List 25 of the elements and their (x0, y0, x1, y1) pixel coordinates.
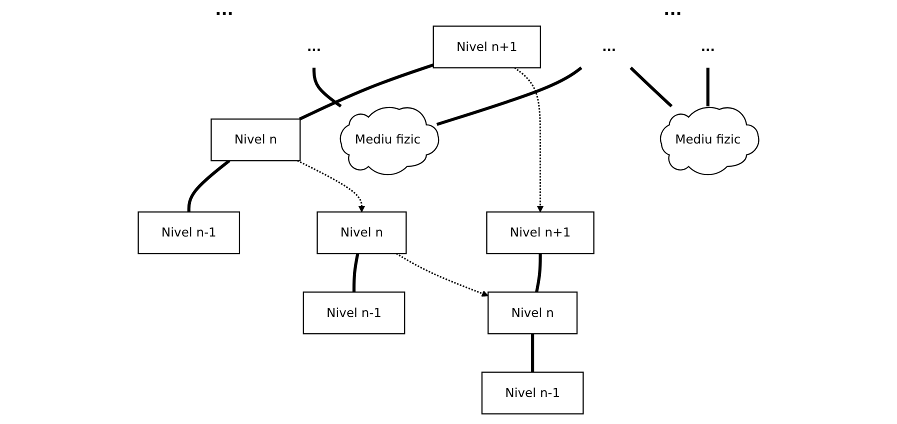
node-box: Nivel n+1 (432, 26, 542, 68)
arrow (396, 252, 488, 297)
connector (352, 253, 360, 292)
connector (535, 254, 542, 292)
node-box: Nivel n+1 (486, 211, 594, 254)
connector (630, 66, 673, 108)
node-box: Nivel n-1 (302, 292, 406, 334)
node-box: Nivel n (210, 118, 301, 162)
node-box: Nivel n (316, 211, 407, 254)
arrow (514, 67, 544, 212)
connector (706, 68, 710, 106)
connector (531, 334, 534, 372)
connector (299, 63, 434, 120)
connector (436, 66, 582, 126)
node-text: ... (306, 39, 322, 54)
node-text: ... (700, 39, 715, 54)
node-box: Nivel n-1 (138, 211, 240, 254)
connector (312, 68, 342, 108)
ellipsis-mark: ... (664, 2, 682, 18)
ellipsis-mark: ... (215, 2, 234, 18)
arrow (297, 160, 366, 212)
connector (187, 159, 230, 212)
node-box: Nivel n-1 (481, 372, 584, 414)
node-text: ... (602, 39, 616, 54)
node-box: Nivel n (488, 292, 578, 334)
